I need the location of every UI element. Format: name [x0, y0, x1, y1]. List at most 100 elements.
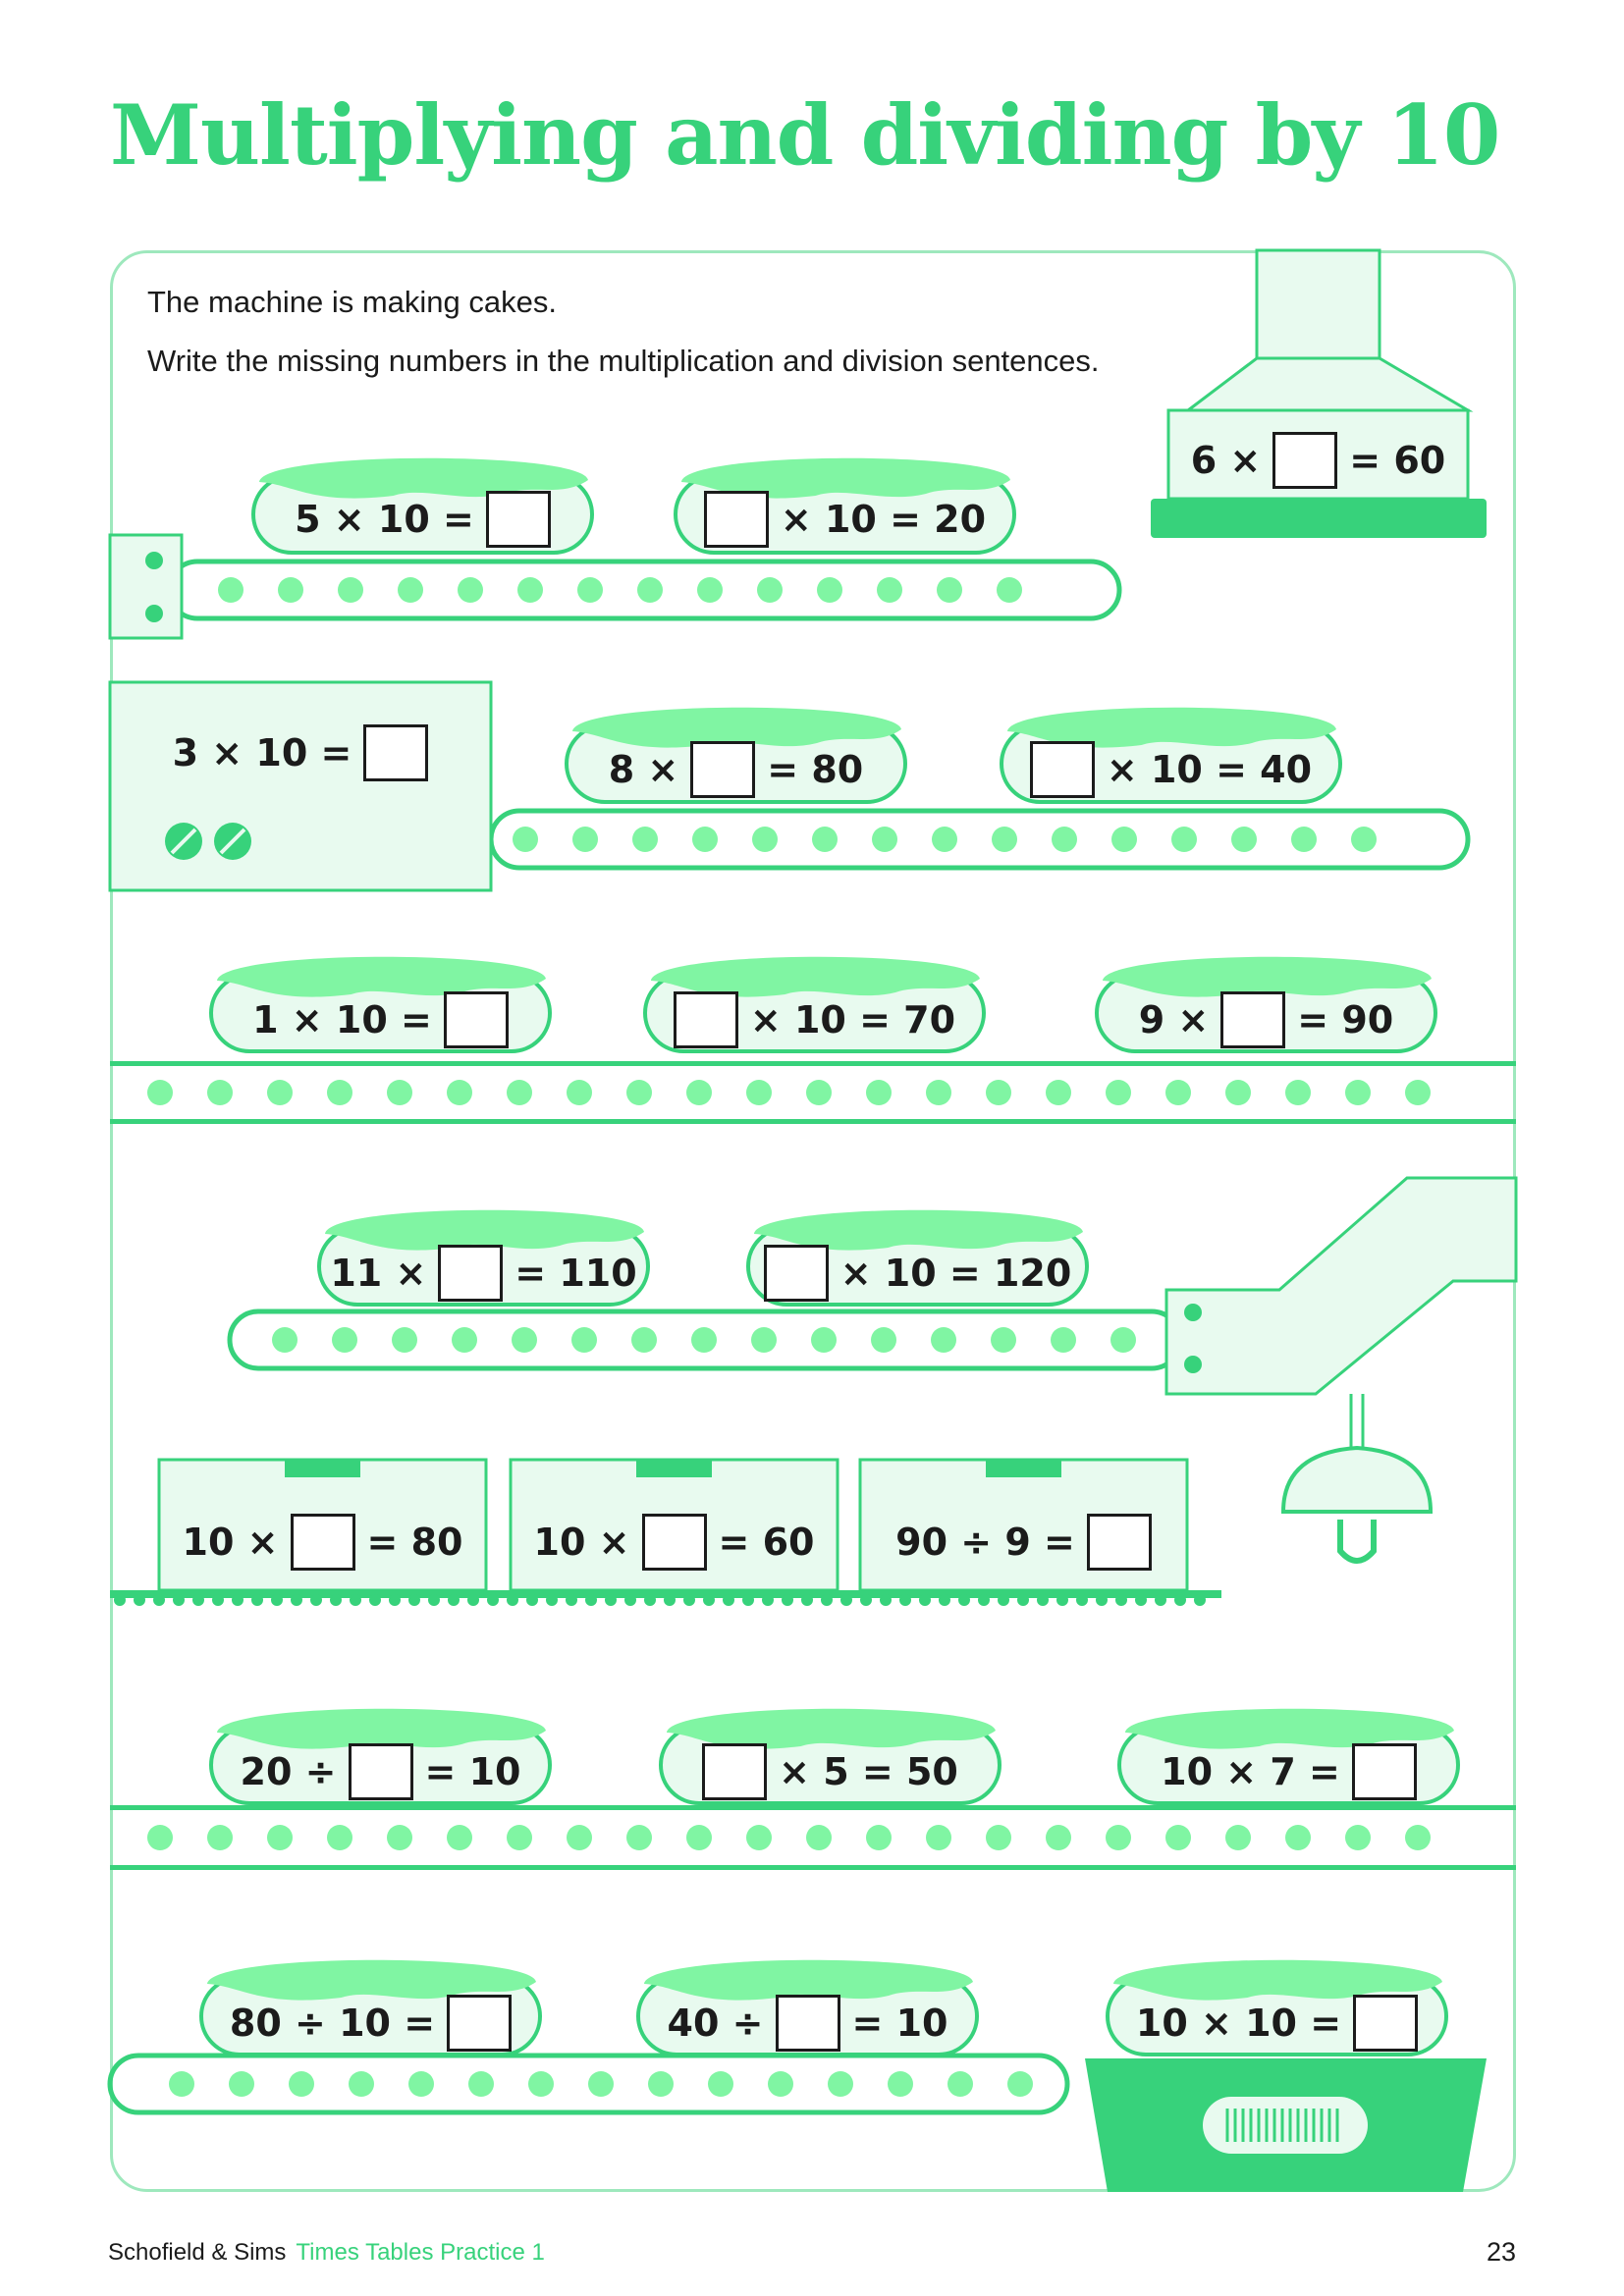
cake-icing — [681, 457, 1010, 499]
belt-roller — [686, 1825, 712, 1850]
belt-roller — [1165, 1080, 1191, 1105]
question-q5: 8 ×= 80 — [567, 731, 905, 808]
question-q11: × 10 = 120 — [748, 1235, 1087, 1311]
belt-roller — [392, 1327, 417, 1353]
answer-box[interactable] — [703, 491, 769, 548]
belt-roller — [1111, 827, 1137, 852]
belt-roller — [992, 827, 1017, 852]
question-q3: 6 ×= 60 — [1168, 422, 1468, 499]
cake-icing — [217, 1708, 546, 1749]
cake-icing — [1125, 1708, 1454, 1749]
belt-roller — [1106, 1080, 1131, 1105]
belt-roller — [866, 1825, 892, 1850]
belt-roller — [572, 827, 598, 852]
answer-box[interactable] — [1086, 1514, 1152, 1571]
belt-roller — [447, 1080, 472, 1105]
belt-roller — [746, 1825, 772, 1850]
answer-box[interactable] — [485, 491, 551, 548]
machine-hood — [1183, 356, 1474, 412]
belt-roller — [631, 1327, 657, 1353]
answer-box[interactable] — [1220, 991, 1286, 1048]
belt-roller — [811, 1327, 837, 1353]
publisher-name: Schofield & Sims — [108, 2239, 287, 2266]
answer-box[interactable] — [702, 1743, 768, 1800]
equation-text: × 5 = 50 — [779, 1750, 958, 1793]
equation-text: 90 ÷ 9 = — [895, 1521, 1075, 1564]
bolt — [1184, 1356, 1202, 1373]
belt-roller — [398, 577, 423, 603]
answer-box[interactable] — [763, 1245, 829, 1302]
answer-box[interactable] — [1353, 1995, 1419, 2052]
answer-box[interactable] — [775, 1995, 840, 2052]
belt-roller — [926, 1825, 951, 1850]
answer-box[interactable] — [641, 1514, 707, 1571]
question-q1: 5 × 10 = — [253, 481, 592, 558]
belt-roller — [637, 577, 663, 603]
belt-roller — [1046, 1825, 1071, 1850]
answer-box[interactable] — [438, 1245, 504, 1302]
equation-text: 10 × 7 = — [1161, 1750, 1340, 1793]
answer-box[interactable] — [673, 991, 738, 1048]
cake-icing — [572, 707, 901, 748]
belt-roller — [1171, 827, 1197, 852]
answer-box[interactable] — [363, 724, 429, 781]
belt-roller — [806, 1080, 832, 1105]
belt-roller — [626, 1080, 652, 1105]
cake-icing — [651, 956, 980, 997]
equation-text: = 60 — [718, 1521, 815, 1564]
equation-text: 3 × 10 = — [172, 731, 352, 774]
cake-icing — [754, 1209, 1083, 1251]
belt-roller — [812, 827, 838, 852]
answer-box[interactable] — [348, 1743, 413, 1800]
belt-roller — [278, 577, 303, 603]
answer-box[interactable] — [1029, 741, 1095, 798]
belt-roller — [458, 577, 483, 603]
question-q6: × 10 = 40 — [1001, 731, 1340, 808]
question-q13: 10 ×= 60 — [511, 1504, 838, 1580]
equation-text: 20 ÷ — [240, 1750, 337, 1793]
question-q16: × 5 = 50 — [661, 1734, 1000, 1810]
equation-text: × 10 = 120 — [839, 1252, 1072, 1295]
equation-text: 40 ÷ — [667, 2002, 764, 2045]
answer-box[interactable] — [690, 741, 756, 798]
question-q14: 90 ÷ 9 = — [860, 1504, 1187, 1580]
equation-text: 11 × — [330, 1252, 427, 1295]
belt-roller — [147, 1080, 173, 1105]
answer-box[interactable] — [1272, 432, 1338, 489]
belt-roller — [1225, 1080, 1251, 1105]
cake-icing — [207, 1959, 536, 2001]
equation-text: 8 × — [608, 748, 679, 791]
belt-roller — [452, 1327, 477, 1353]
belt-roller — [1285, 1080, 1311, 1105]
belt-roller — [577, 577, 603, 603]
answer-box[interactable] — [447, 1995, 513, 2052]
belt-roller — [1291, 827, 1317, 852]
belt-roller — [512, 1327, 537, 1353]
machine-hood-base — [1151, 499, 1487, 538]
belt-roller — [387, 1080, 412, 1105]
cake-icing — [325, 1209, 644, 1251]
answer-box[interactable] — [290, 1514, 355, 1571]
belt-roller — [507, 1080, 532, 1105]
answer-box[interactable] — [443, 991, 509, 1048]
belt-roller — [1345, 1080, 1371, 1105]
cake-icing — [644, 1959, 973, 2001]
belt-roller — [207, 1080, 233, 1105]
belt-roller — [872, 827, 897, 852]
cake-icing — [1113, 1959, 1442, 2001]
belt-roller — [768, 2071, 793, 2097]
lamp-bulb — [1337, 1520, 1377, 1564]
equation-text: 9 × — [1138, 998, 1210, 1041]
belt-roller — [332, 1327, 357, 1353]
answer-box[interactable] — [1351, 1743, 1417, 1800]
belt-roller — [327, 1080, 352, 1105]
belt-roller — [817, 577, 842, 603]
box-tape — [636, 1460, 712, 1477]
belt-roller — [1007, 2071, 1033, 2097]
lamp-shade — [1280, 1445, 1434, 1514]
belt-roller — [806, 1825, 832, 1850]
belt-roller — [387, 1825, 412, 1850]
conveyor-belt-6 — [107, 2053, 1070, 2115]
belt-roller — [571, 1327, 597, 1353]
